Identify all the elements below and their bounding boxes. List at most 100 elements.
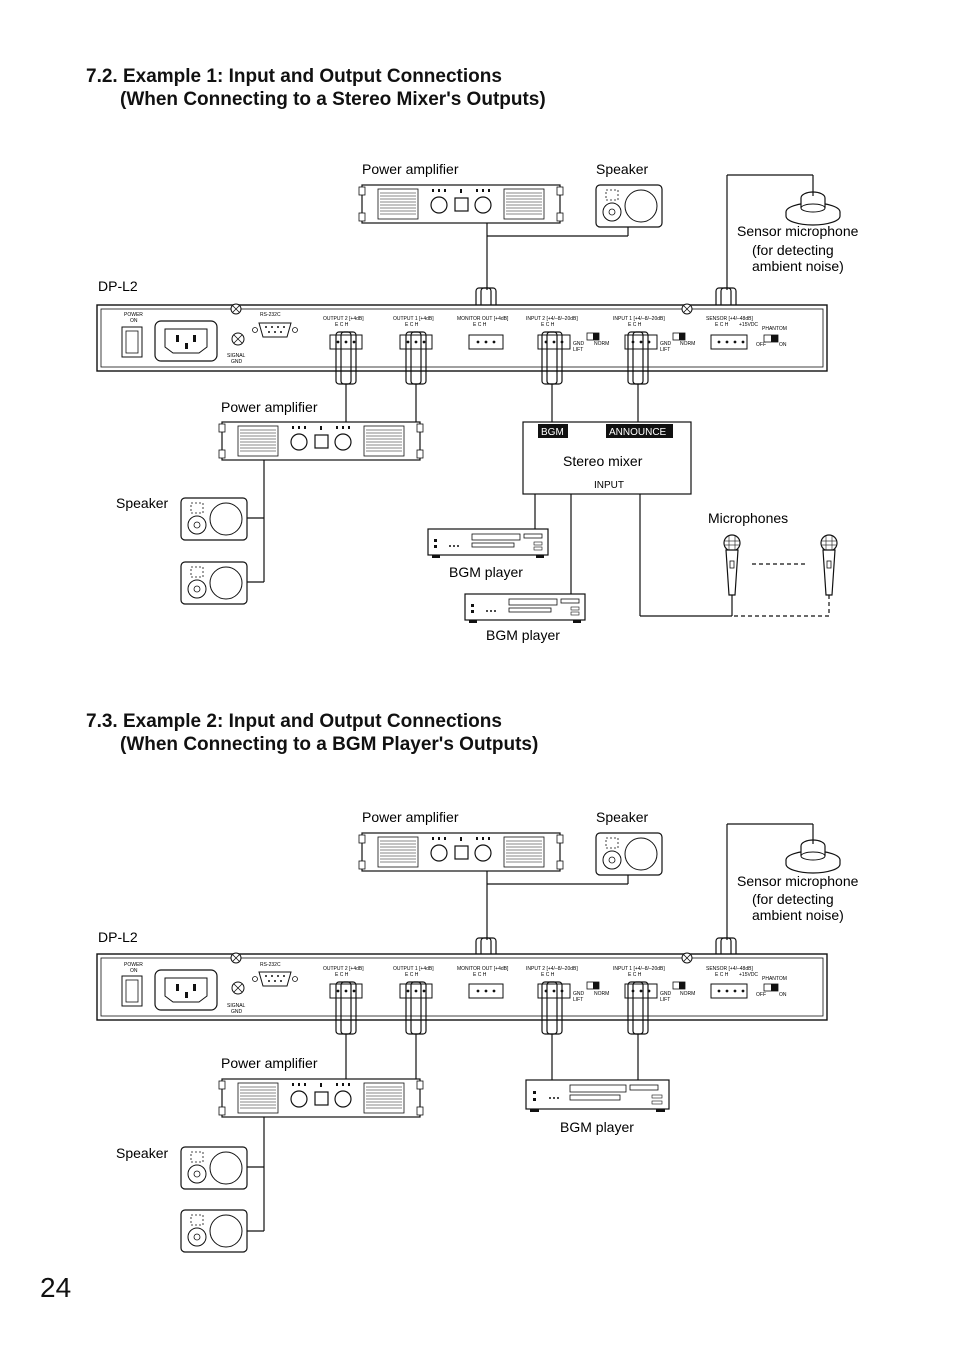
section-heading-7-3: 7.3. Example 2: Input and Output Connect… xyxy=(86,710,538,756)
label-sensor-mic-line1: Sensor microphone xyxy=(737,223,859,239)
svg-text:LIFT: LIFT xyxy=(573,997,583,1003)
svg-text:OFF: OFF xyxy=(756,992,766,998)
svg-text:E C H: E C H xyxy=(628,322,642,328)
svg-text:OUTPUT 1 [+4dB]: OUTPUT 1 [+4dB] xyxy=(393,966,434,972)
label-power-amplifier-top: Power amplifier xyxy=(362,161,459,177)
svg-text:OUTPUT 1 [+4dB]: OUTPUT 1 [+4dB] xyxy=(393,316,434,322)
svg-text:NORM: NORM xyxy=(594,991,609,997)
power-amplifier-bottom xyxy=(218,1078,424,1118)
mixer-announce-label: ANNOUNCE xyxy=(609,427,667,438)
svg-text:POWER: POWER xyxy=(124,962,143,968)
power-amplifier-bottom xyxy=(218,421,424,461)
label-dpl2: DP-L2 xyxy=(98,278,138,294)
example-2-diagram: Power amplifier Speaker Sensor microphon… xyxy=(96,809,859,1253)
svg-text:INPUT 1 [+4/–8/–20dB]: INPUT 1 [+4/–8/–20dB] xyxy=(613,966,665,972)
power-amplifier-top xyxy=(358,184,564,224)
svg-text:SIGNAL: SIGNAL xyxy=(227,1003,246,1009)
dpl2-rear-panel: POWER ON RS-232C SIGNAL GND OUTPUT 2 [+4… xyxy=(96,303,828,372)
label-power-amplifier-bottom: Power amplifier xyxy=(221,399,318,415)
svg-text:E C H: E C H xyxy=(473,322,487,328)
label-power-amplifier-bottom: Power amplifier xyxy=(221,1055,318,1071)
svg-text:GND: GND xyxy=(231,1009,243,1015)
heading-line-2: (When Connecting to a Stereo Mixer's Out… xyxy=(120,89,546,110)
svg-text:E C H: E C H xyxy=(628,972,642,978)
label-sensor-mic-line2: (for detecting xyxy=(752,891,834,907)
stereo-mixer: BGM ANNOUNCE Stereo mixer INPUT xyxy=(522,421,692,495)
svg-text:E C H: E C H xyxy=(405,972,419,978)
microphone-2 xyxy=(820,534,838,596)
sensor-microphone xyxy=(785,191,841,226)
svg-text:+15VDC: +15VDC xyxy=(739,322,758,328)
svg-text:NORM: NORM xyxy=(594,341,609,347)
svg-text:OUTPUT 2 [+4dB]: OUTPUT 2 [+4dB] xyxy=(323,316,364,322)
label-speaker-bottom: Speaker xyxy=(116,495,168,511)
svg-text:E C H: E C H xyxy=(715,322,729,328)
label-sensor-mic-line3: ambient noise) xyxy=(752,258,844,274)
section-heading-7-2: 7.2. Example 1: Input and Output Connect… xyxy=(86,65,546,111)
svg-text:OUTPUT 2 [+4dB]: OUTPUT 2 [+4dB] xyxy=(323,966,364,972)
svg-text:E C H: E C H xyxy=(473,972,487,978)
label-bgm-player-2: BGM player xyxy=(486,627,560,643)
page-number: 24 xyxy=(40,1272,72,1303)
power-amplifier-top xyxy=(358,832,564,872)
svg-text:E C H: E C H xyxy=(405,322,419,328)
mixer-input-label: INPUT xyxy=(594,480,624,491)
svg-text:NORM: NORM xyxy=(680,991,695,997)
svg-text:GND: GND xyxy=(660,991,672,997)
example-1-diagram: Power amplifier Speaker Sensor microphon… xyxy=(96,161,859,643)
sensor-microphone xyxy=(785,839,841,874)
label-sensor-mic-line1: Sensor microphone xyxy=(737,873,859,889)
svg-text:ON: ON xyxy=(130,318,138,324)
svg-text:POWER: POWER xyxy=(124,312,143,318)
svg-text:E C H: E C H xyxy=(541,972,555,978)
svg-text:MONITOR OUT [+4dB]: MONITOR OUT [+4dB] xyxy=(457,316,509,322)
heading-line-1: 7.3. Example 2: Input and Output Connect… xyxy=(86,711,502,732)
label-speaker-top: Speaker xyxy=(596,809,648,825)
svg-text:INPUT 1 [+4/–8/–20dB]: INPUT 1 [+4/–8/–20dB] xyxy=(613,316,665,322)
svg-text:E C H: E C H xyxy=(715,972,729,978)
label-microphones: Microphones xyxy=(708,510,788,526)
svg-text:INPUT 2 [+4/–8/–20dB]: INPUT 2 [+4/–8/–20dB] xyxy=(526,966,578,972)
label-bgm-player: BGM player xyxy=(560,1119,634,1135)
svg-text:ON: ON xyxy=(130,968,138,974)
svg-text:E C H: E C H xyxy=(335,322,349,328)
svg-text:SENSOR [+4/–48dB]: SENSOR [+4/–48dB] xyxy=(706,316,753,322)
bgm-player xyxy=(525,1079,670,1112)
svg-text:SENSOR [+4/–48dB]: SENSOR [+4/–48dB] xyxy=(706,966,753,972)
bgm-player-2 xyxy=(464,593,586,624)
svg-text:PHANTOM: PHANTOM xyxy=(762,976,787,982)
svg-text:INPUT 2 [+4/–8/–20dB]: INPUT 2 [+4/–8/–20dB] xyxy=(526,316,578,322)
label-power-amplifier-top: Power amplifier xyxy=(362,809,459,825)
svg-text:E C H: E C H xyxy=(335,972,349,978)
speaker-bottom-1 xyxy=(180,497,248,541)
heading-line-1: 7.2. Example 1: Input and Output Connect… xyxy=(86,66,502,87)
svg-text:+15VDC: +15VDC xyxy=(739,972,758,978)
speaker-bottom-2 xyxy=(180,1209,248,1253)
svg-text:RS-232C: RS-232C xyxy=(260,962,281,968)
svg-text:MONITOR OUT [+4dB]: MONITOR OUT [+4dB] xyxy=(457,966,509,972)
svg-text:NORM: NORM xyxy=(680,341,695,347)
label-speaker-bottom: Speaker xyxy=(116,1145,168,1161)
heading-line-2: (When Connecting to a BGM Player's Outpu… xyxy=(120,734,539,755)
speaker-bottom-2 xyxy=(180,561,248,605)
microphone-1 xyxy=(723,534,741,596)
svg-text:OFF: OFF xyxy=(756,342,766,348)
svg-text:GND: GND xyxy=(231,359,243,365)
svg-text:ON: ON xyxy=(779,342,787,348)
svg-text:GND: GND xyxy=(573,341,585,347)
mixer-bgm-label: BGM xyxy=(541,427,564,438)
svg-text:RS-232C: RS-232C xyxy=(260,312,281,318)
svg-text:PHANTOM: PHANTOM xyxy=(762,326,787,332)
svg-text:LIFT: LIFT xyxy=(573,347,583,353)
speaker-top xyxy=(595,832,663,876)
label-dpl2: DP-L2 xyxy=(98,929,138,945)
svg-text:LIFT: LIFT xyxy=(660,997,670,1003)
svg-text:E C H: E C H xyxy=(541,322,555,328)
dpl2-rear-panel: POWER ON RS-232C SIGNAL GND OUTPUT 2 [+4… xyxy=(96,952,828,1021)
svg-text:GND: GND xyxy=(660,341,672,347)
svg-text:LIFT: LIFT xyxy=(660,347,670,353)
speaker-bottom-1 xyxy=(180,1146,248,1190)
label-sensor-mic-line3: ambient noise) xyxy=(752,907,844,923)
speaker-top xyxy=(595,184,663,228)
svg-text:ON: ON xyxy=(779,992,787,998)
